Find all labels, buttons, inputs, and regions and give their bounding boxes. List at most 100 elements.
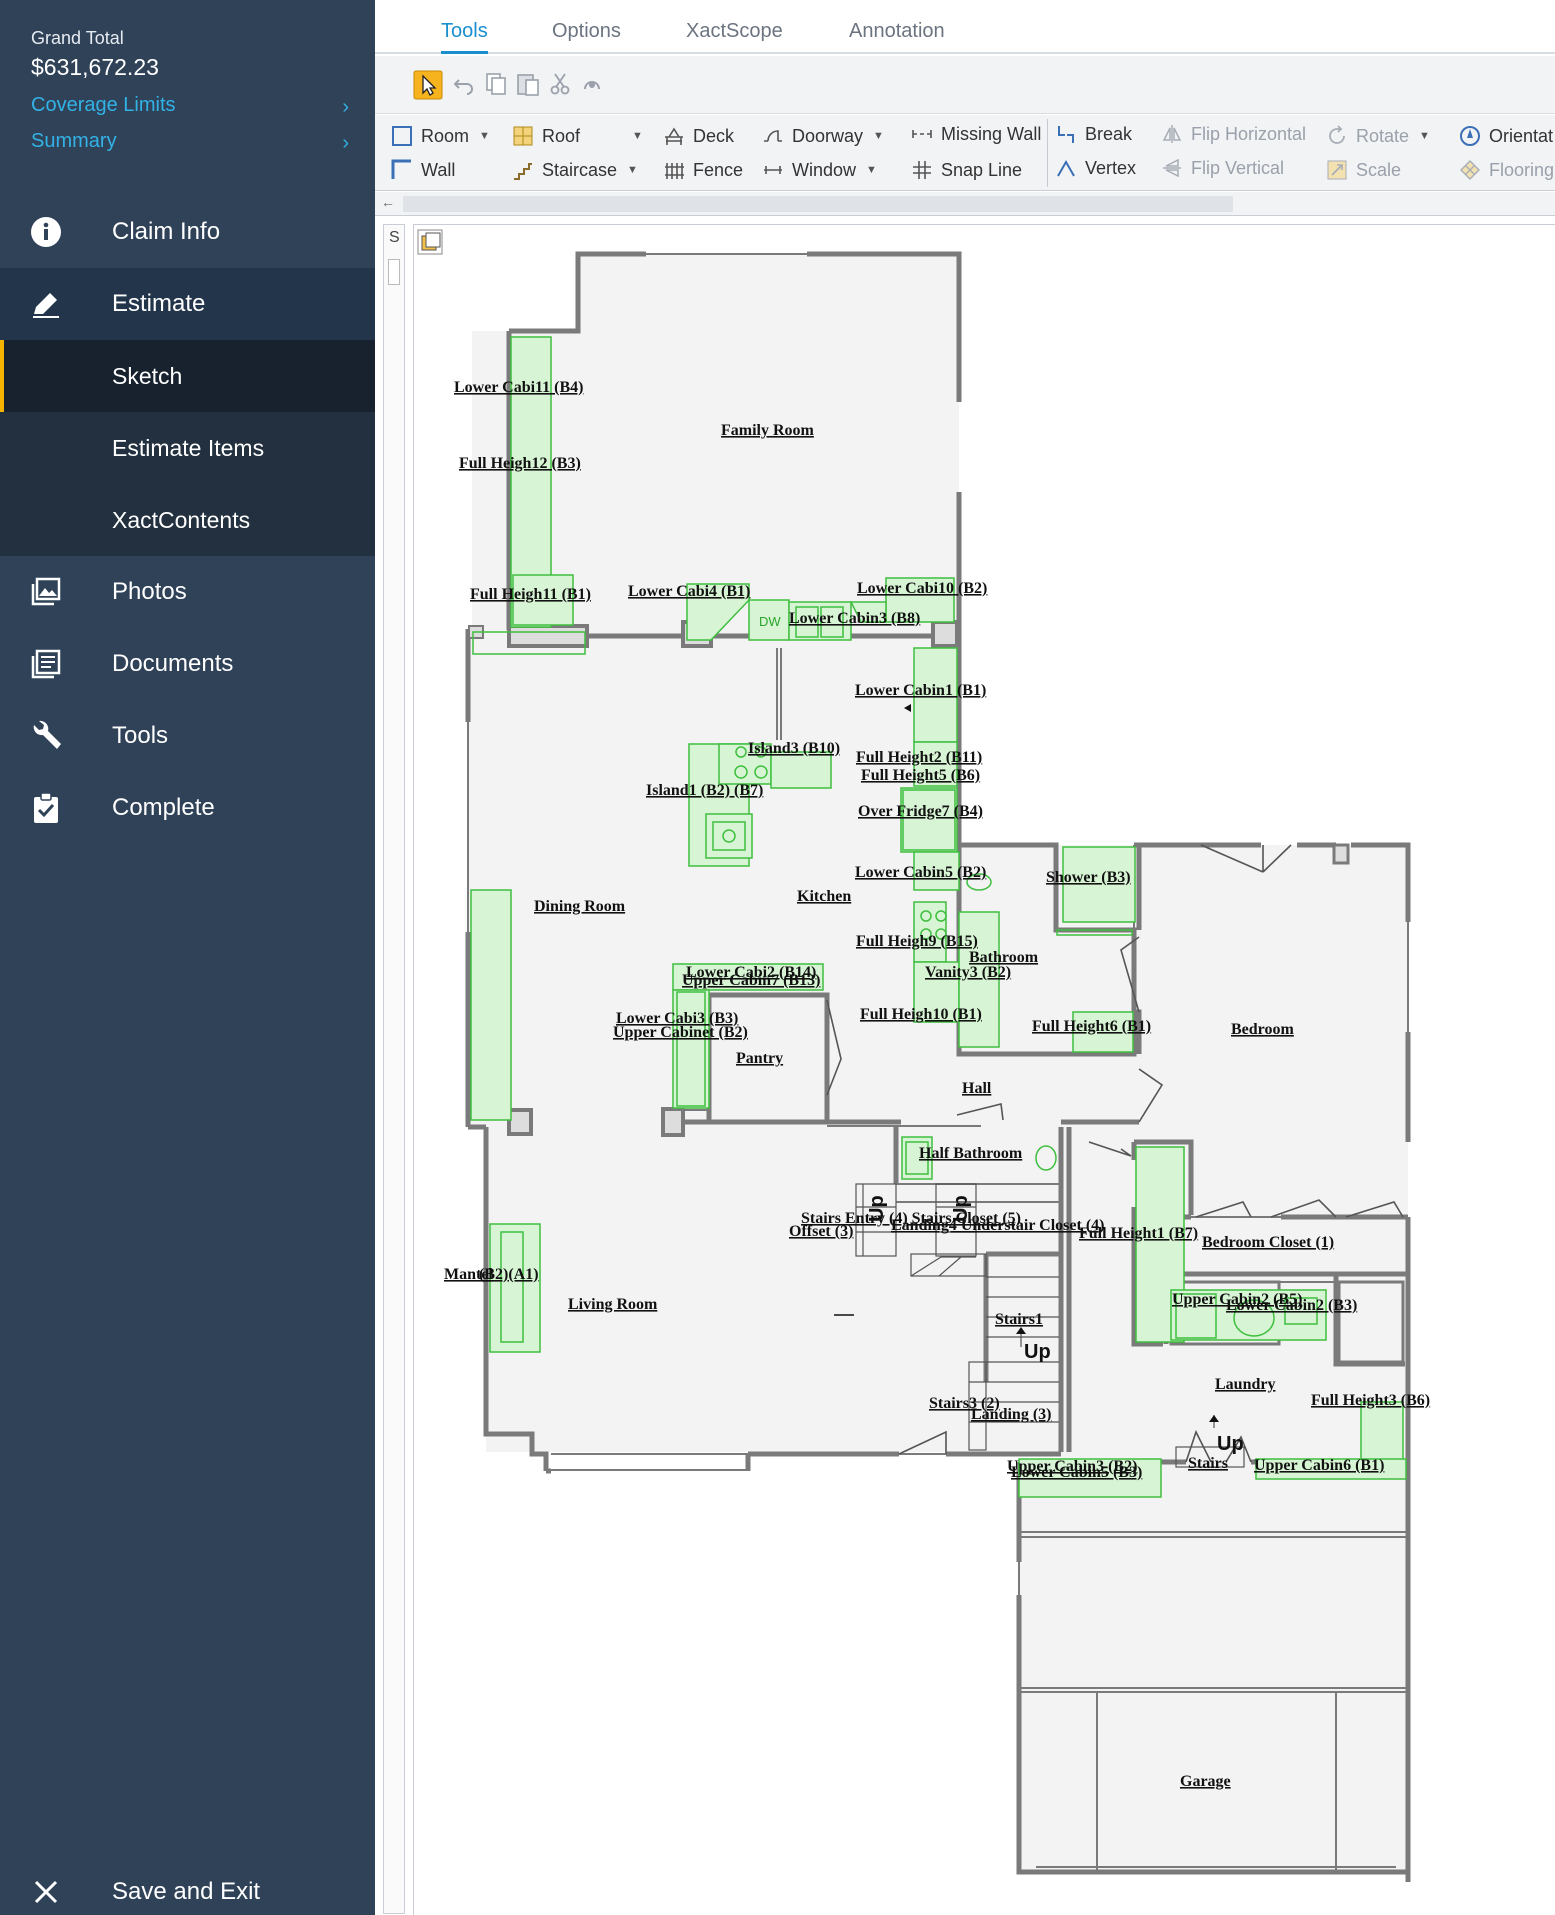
vertex-tool-button[interactable]: Vertex (1055, 153, 1136, 183)
room-dining-room[interactable]: Dining Room (534, 898, 626, 915)
room-stairs1[interactable]: Stairs1 (995, 1311, 1043, 1328)
room-stairs-entry[interactable]: Stairs Entry (4) Stairs Closet (5) (801, 1210, 1021, 1227)
cabinet-label[interactable]: Full Height5 (B6) (861, 767, 980, 784)
room-landing[interactable]: Landing (3) (971, 1406, 1051, 1423)
cabinet-label[interactable]: Full Heigh12 (B3) (459, 455, 581, 472)
cabinet-label[interactable]: Lower Cabin2 (B3) (1226, 1297, 1357, 1314)
dropdown-arrow-icon[interactable]: ▼ (1419, 130, 1430, 142)
room-bathroom[interactable]: Bathroom (969, 949, 1039, 966)
room-garage[interactable]: Garage (1180, 1773, 1231, 1790)
tab-tools[interactable]: Tools (441, 20, 488, 54)
cabinet-label[interactable]: Island3 (B10) (748, 740, 840, 757)
nav-tools[interactable]: Tools (0, 700, 375, 772)
room-family-room[interactable]: Family Room (721, 422, 815, 439)
cabinet-label[interactable]: Upper Cabinet (B2) (613, 1024, 748, 1041)
nav-estimate-items[interactable]: Estimate Items (0, 412, 375, 484)
summary-link[interactable]: Summary › (31, 130, 349, 164)
cabinet-label[interactable]: Upper Cabin6 (B1) (1254, 1457, 1384, 1474)
room-stairs3[interactable]: Stairs3 (2) (929, 1395, 1000, 1412)
horizontal-scrollbar[interactable]: ← (375, 192, 1555, 216)
room-living-room[interactable]: Living Room (568, 1296, 658, 1313)
dropdown-arrow-icon[interactable]: ▼ (873, 130, 884, 142)
cabinet-label[interactable]: Lower Cabin3 (B8) (789, 610, 920, 627)
cabinet-label[interactable]: Full Heigh10 (B1) (860, 1006, 982, 1023)
staircase-tool-button[interactable]: Staircase▼ (512, 155, 638, 185)
cabinet-label[interactable]: Lower Cabi11 (B4) (454, 379, 583, 396)
room-kitchen[interactable]: Kitchen (797, 888, 851, 905)
nav-claim-info[interactable]: Claim Info (0, 196, 375, 268)
room-half-bathroom[interactable]: Half Bathroom (919, 1145, 1023, 1162)
room-hall[interactable]: Hall (962, 1080, 992, 1097)
cabinet-label[interactable]: Full Height6 (B1) (1032, 1018, 1151, 1035)
snap-icon[interactable] (579, 71, 605, 97)
cabinet-label[interactable]: Lower Cabi3 (B3) (616, 1010, 738, 1027)
cabinet-label[interactable]: (B2)(A1) (479, 1266, 539, 1283)
tab-xactscope[interactable]: XactScope (686, 20, 783, 42)
doorway-tool-button[interactable]: Doorway▼ (762, 121, 884, 151)
room-landing4[interactable]: Landing4 Understair Closet (4) (891, 1217, 1105, 1234)
nav-photos[interactable]: Photos (0, 556, 375, 628)
cabinet-label[interactable]: Lower Cabi2 (B14) (686, 964, 816, 981)
room-bedroom-closet[interactable]: Bedroom Closet (1) (1202, 1234, 1334, 1251)
room-tool-button[interactable]: Room▼ (391, 121, 490, 151)
rotate-button[interactable]: Rotate▼ (1326, 121, 1430, 151)
fence-tool-button[interactable]: Fence (663, 155, 743, 185)
cabinet-label[interactable]: Full Height3 (B6) (1311, 1392, 1430, 1409)
room-bedroom[interactable]: Bedroom (1231, 1021, 1294, 1038)
dropdown-arrow-icon[interactable]: ▼ (479, 130, 490, 142)
nav-xactcontents[interactable]: XactContents (0, 484, 375, 556)
copy-icon[interactable] (483, 71, 509, 97)
cabinet-label[interactable]: Upper Cabin3 (B2) (1007, 1458, 1137, 1475)
nav-estimate[interactable]: Estimate (0, 268, 375, 340)
tab-annotation[interactable]: Annotation (849, 20, 945, 42)
flip-horizontal-button[interactable]: Flip Horizontal (1161, 119, 1306, 149)
cabinet-label[interactable]: Lower Cabin5 (B3) (1011, 1464, 1142, 1481)
nav-sketch[interactable]: Sketch (0, 340, 375, 412)
tab-options[interactable]: Options (552, 20, 621, 42)
orientation-button[interactable]: Orientat (1459, 121, 1553, 151)
roof-tool-button[interactable]: Roof▼ (512, 121, 643, 151)
undo-icon[interactable] (451, 71, 477, 97)
missing-wall-tool-button[interactable]: Missing Wall (911, 119, 1041, 149)
scale-button[interactable]: Scale (1326, 155, 1401, 185)
snap-line-tool-button[interactable]: Snap Line (911, 155, 1022, 185)
dropdown-arrow-icon[interactable]: ▼ (632, 130, 643, 142)
side-collapsed-panel[interactable]: S (383, 224, 405, 1914)
scrollbar-thumb[interactable] (403, 196, 1233, 212)
cabinet-label[interactable]: Island1 (B2) (B7) (646, 782, 763, 799)
cabinet-label[interactable]: Vanity3 (B2) (925, 964, 1011, 981)
cabinet-label[interactable]: Lower Cabi4 (B1) (628, 583, 750, 600)
cabinet-label[interactable]: Lower Cabin5 (B2) (855, 864, 986, 881)
nav-documents[interactable]: Documents (0, 628, 375, 700)
room-mantel[interactable]: Mantel (444, 1266, 493, 1283)
deck-tool-button[interactable]: Deck (663, 121, 734, 151)
arrow-left-icon[interactable]: ← (381, 194, 395, 210)
cabinet-label[interactable]: Upper Cabin2 (B5) (1172, 1291, 1302, 1308)
room-pantry[interactable]: Pantry (736, 1050, 783, 1067)
flooring-button[interactable]: Flooring (1459, 155, 1554, 185)
room-laundry[interactable]: Laundry (1215, 1376, 1275, 1393)
cut-icon[interactable] (547, 71, 573, 97)
cabinet-label[interactable]: Full Height2 (B11) (856, 749, 982, 766)
room-offset[interactable]: Offset (3) (789, 1223, 853, 1240)
save-exit-button[interactable]: Save and Exit (0, 1856, 375, 1915)
cabinet-label[interactable]: Full Heigh9 (B15) (856, 933, 978, 950)
cabinet-label[interactable]: Over Fridge7 (B4) (858, 803, 983, 820)
flip-vertical-button[interactable]: Flip Vertical (1161, 153, 1284, 183)
break-tool-button[interactable]: Break (1055, 119, 1132, 149)
wall-tool-button[interactable]: Wall (391, 155, 455, 185)
room-stairs[interactable]: Stairs (1188, 1455, 1228, 1472)
paste-icon[interactable] (515, 71, 541, 97)
select-pointer-icon[interactable] (413, 70, 443, 100)
cabinet-label[interactable]: Full Heigh11 (B1) (470, 586, 591, 603)
cabinet-label[interactable]: Upper Cabin7 (B13) (682, 972, 820, 989)
room-shower[interactable]: Shower (B3) (1046, 869, 1131, 886)
window-tool-button[interactable]: Window▼ (762, 155, 877, 185)
dropdown-arrow-icon[interactable]: ▼ (866, 164, 877, 176)
cabinet-label[interactable]: Lower Cabi10 (B2) (857, 580, 987, 597)
dropdown-arrow-icon[interactable]: ▼ (627, 164, 638, 176)
coverage-limits-link[interactable]: Coverage Limits › (31, 94, 349, 128)
panel-handle[interactable] (388, 259, 400, 285)
sketch-canvas[interactable]: DW Family Room Dining Room Kitchen Pantr… (413, 224, 1555, 1915)
layers-icon[interactable] (417, 229, 443, 255)
